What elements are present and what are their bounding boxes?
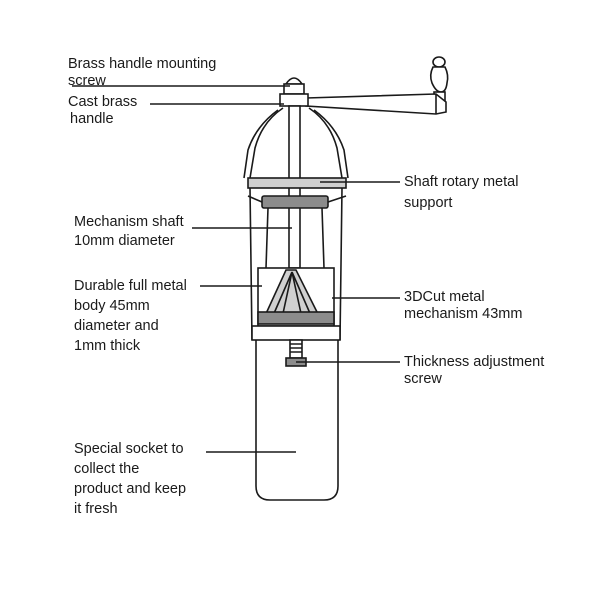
socket-part: [255, 340, 339, 501]
label-adjustment-screw: Thickness adjustment screw: [404, 354, 545, 387]
crank-arm: [305, 93, 447, 115]
label-cast-handle: Cast brass handle: [68, 94, 138, 127]
mounting-screw-part: [279, 77, 309, 107]
label-cut-mechanism: 3DCut metal mechanism 43mm: [404, 289, 523, 322]
leader-lines: [72, 85, 400, 453]
rotary-support-part: [247, 177, 347, 209]
dome-frame: [243, 107, 349, 179]
label-socket: Special socket to collect the product an…: [74, 441, 187, 517]
label-metal-body: Durable full metal body 45mm diameter an…: [74, 278, 187, 354]
label-mechanism-shaft: Mechanism shaft 10mm diameter: [74, 214, 184, 249]
upper-body-part: [249, 187, 343, 341]
label-shaft-support: Shaft rotary metal support: [404, 174, 519, 211]
burr-mechanism-part: [251, 267, 341, 341]
label-mounting-screw: Brass handle mounting screw: [68, 56, 217, 89]
